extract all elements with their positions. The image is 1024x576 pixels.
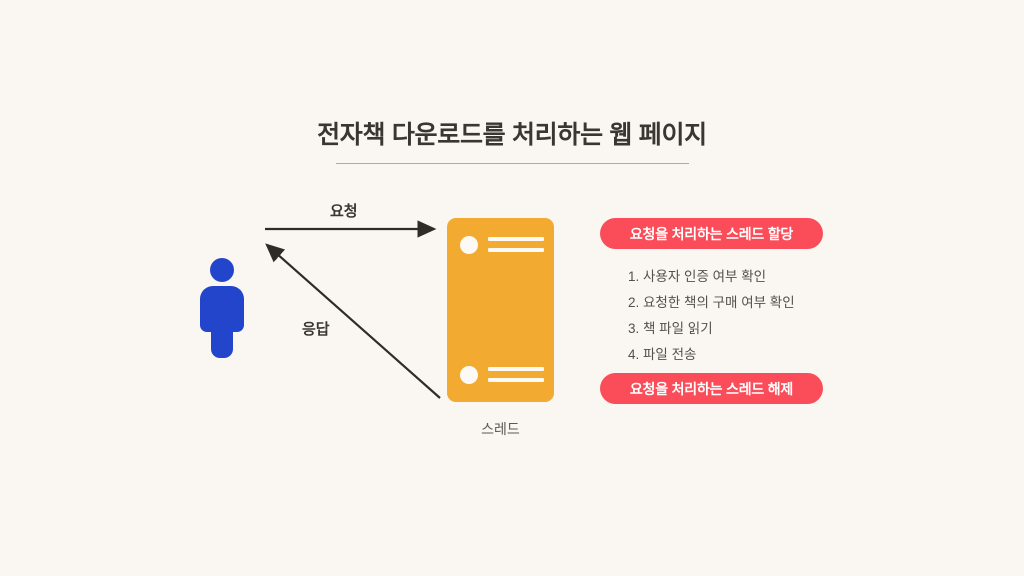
badge-thread-release: 요청을 처리하는 스레드 해제 [600, 373, 823, 404]
title-divider [336, 163, 689, 164]
list-item: 4. 파일 전송 [628, 347, 697, 362]
processing-steps-list: 1. 사용자 인증 여부 확인 2. 요청한 책의 구매 여부 확인 3. 책 … [628, 264, 868, 368]
server-bars-top [488, 237, 544, 252]
server-led-icon [460, 236, 478, 254]
server-caption: 스레드 [481, 421, 520, 437]
server-slot-bottom [460, 362, 544, 388]
server-led-icon [460, 366, 478, 384]
server-thread-icon [447, 218, 554, 402]
page-title: 전자책 다운로드를 처리하는 웹 페이지 [317, 121, 707, 149]
server-bar [488, 237, 544, 241]
badge-thread-allocate: 요청을 처리하는 스레드 할당 [600, 218, 823, 249]
server-bar [488, 248, 544, 252]
list-item: 1. 사용자 인증 여부 확인 [628, 269, 767, 284]
server-bar [488, 378, 544, 382]
user-person-icon [196, 258, 248, 358]
response-arrow-label: 응답 [302, 321, 330, 338]
request-arrow-label: 요청 [330, 203, 358, 220]
person-legs-shape [211, 320, 233, 358]
response-arrow [265, 243, 441, 399]
person-head-shape [210, 258, 234, 282]
list-item: 2. 요청한 책의 구매 여부 확인 [628, 295, 795, 310]
server-bar [488, 367, 544, 371]
title-block: 전자책 다운로드를 처리하는 웹 페이지 [0, 118, 1024, 164]
list-item: 3. 책 파일 읽기 [628, 321, 713, 336]
server-slot-top [460, 232, 544, 258]
server-bars-bottom [488, 367, 544, 382]
